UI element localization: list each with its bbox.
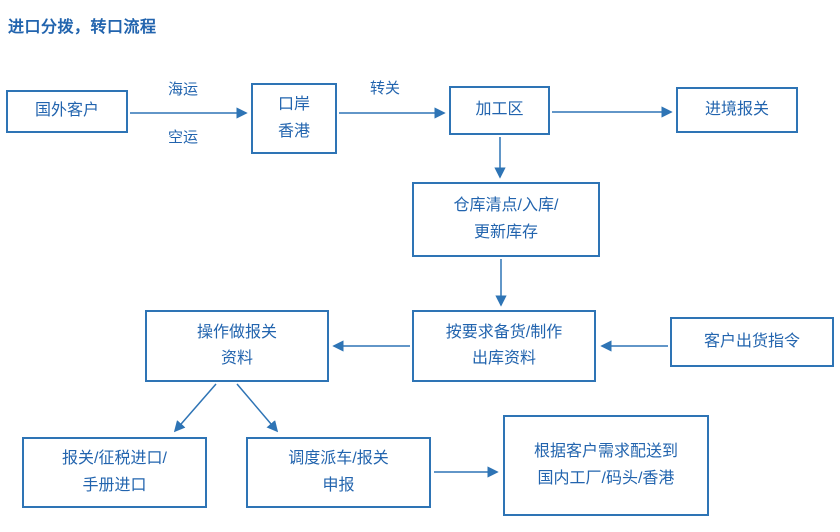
page-title: 进口分拨，转口流程 — [8, 19, 157, 36]
arrow-docs-to-import — [173, 383, 217, 433]
node-customs-tax-import: 报关/征税进口/ 手册进口 — [22, 437, 207, 508]
node-processing-zone: 加工区 — [449, 86, 550, 135]
node-entry-customs: 进境报关 — [676, 87, 798, 133]
node-port-hongkong: 口岸 香港 — [251, 83, 337, 154]
edge-label-air-freight: 空运 — [168, 129, 199, 146]
node-prepare-goods: 按要求备货/制作 出库资料 — [412, 310, 596, 382]
edge-label-sea-freight: 海运 — [168, 81, 199, 98]
node-customer-shipping-order: 客户出货指令 — [670, 317, 834, 367]
arrow-docs-to-dispatch — [236, 383, 279, 433]
node-delivery-destination: 根据客户需求配送到 国内工厂/码头/香港 — [503, 415, 709, 516]
node-foreign-customer: 国外客户 — [6, 90, 128, 133]
node-dispatch-declare: 调度派车/报关 申报 — [246, 437, 431, 508]
node-warehouse-check: 仓库清点/入库/ 更新库存 — [412, 182, 600, 257]
node-customs-documents: 操作做报关 资料 — [145, 310, 329, 382]
edge-label-transit-customs: 转关 — [370, 80, 401, 97]
